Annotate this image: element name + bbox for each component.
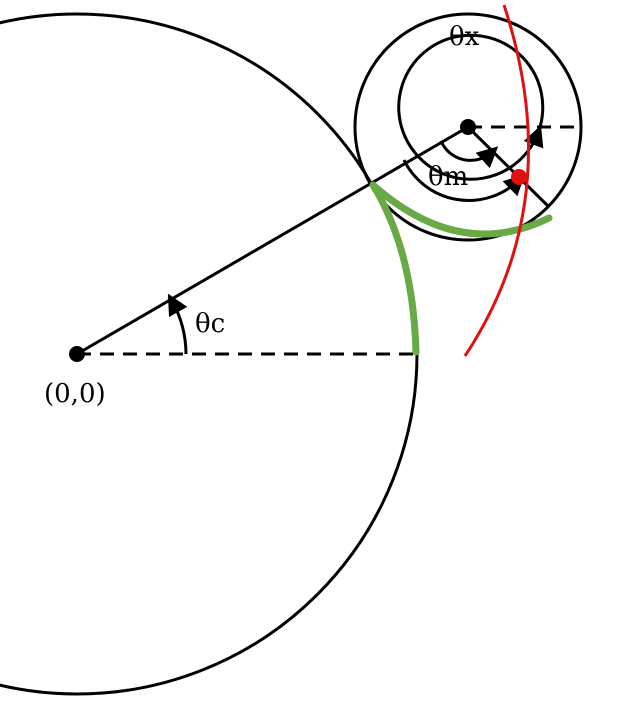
- theta-m-large-arc: [402, 159, 526, 202]
- red-point: [511, 169, 527, 185]
- theta-x-arc: [397, 33, 545, 181]
- center-line: [76, 125, 469, 356]
- small-center-point: [460, 119, 476, 135]
- radius-line: [466, 125, 550, 208]
- red-curve: [463, 4, 530, 357]
- origin-label: (0,0): [44, 379, 106, 409]
- theta-m-small-arc: [439, 140, 499, 169]
- small-outer-circle: [353, 12, 583, 242]
- theta-m-label: θm: [428, 162, 468, 192]
- theta-x-label: θx: [449, 22, 480, 52]
- origin-point: [69, 346, 85, 362]
- green-arc-lower: [369, 181, 420, 356]
- theta-c-label: θc: [195, 309, 225, 339]
- green-arc-upper: [369, 181, 553, 238]
- theta-c-arc: [167, 293, 188, 355]
